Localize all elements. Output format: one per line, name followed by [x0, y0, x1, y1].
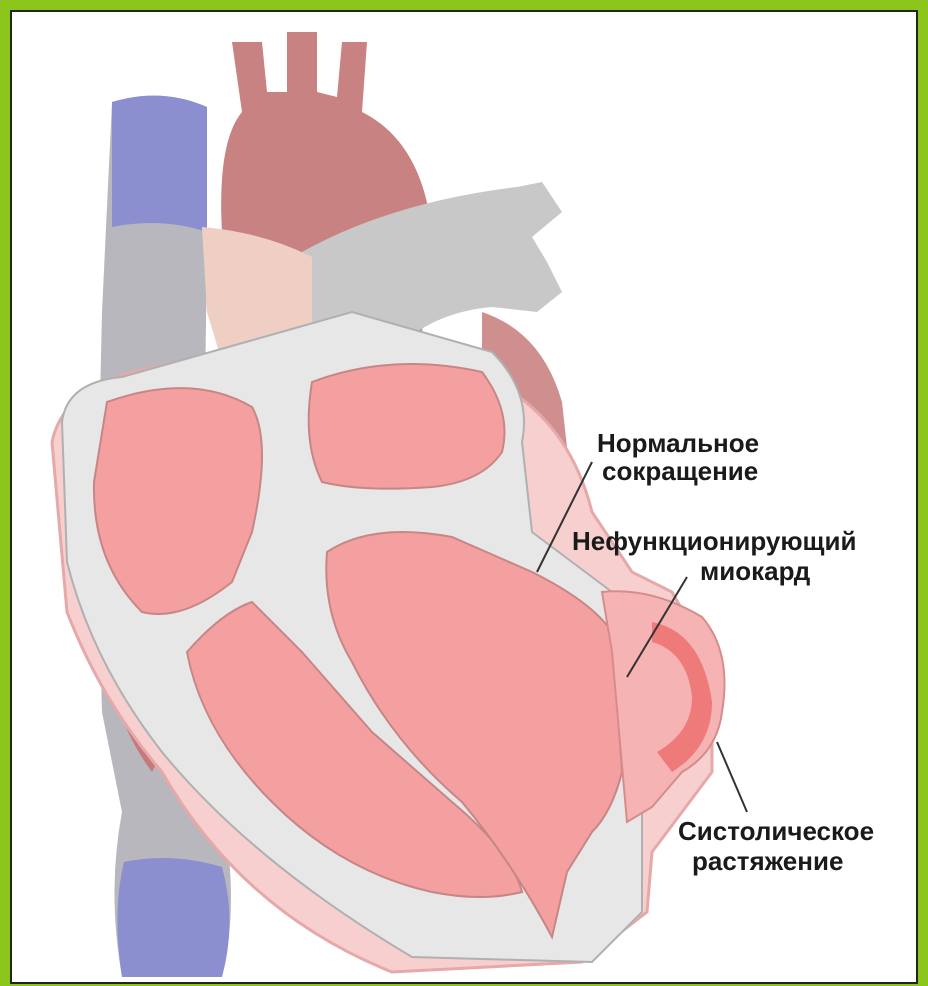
- label-normal-line1: Нормальное: [597, 428, 759, 458]
- vena-cava-top: [112, 96, 207, 232]
- pointer-systolic: [717, 742, 747, 812]
- diagram-frame: Нормальное сокращение Нефункционирующий …: [10, 10, 918, 984]
- label-systolic-line2: растяжение: [692, 846, 843, 876]
- vena-cava-bottom: [117, 858, 229, 977]
- left-atrium-chamber: [309, 364, 505, 489]
- label-nonfunctional-line1: Нефункционирующий: [572, 526, 856, 556]
- label-nonfunctional-line2: миокард: [700, 556, 811, 586]
- label-normal-line2: сокращение: [602, 456, 758, 486]
- label-systolic-line1: Систолическое: [678, 816, 874, 846]
- heart-diagram: Нормальное сокращение Нефункционирующий …: [12, 12, 916, 982]
